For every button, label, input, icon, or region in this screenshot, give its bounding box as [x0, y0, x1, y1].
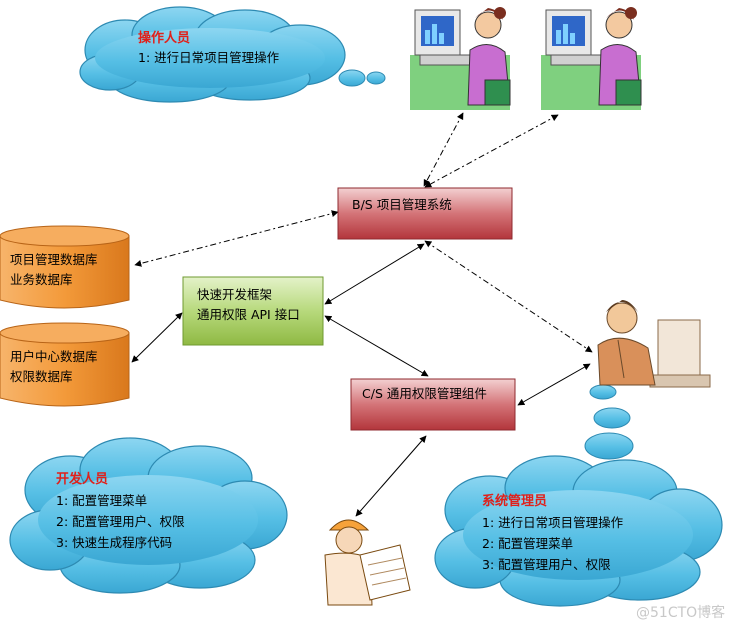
- connector-cs-admin: [517, 363, 591, 406]
- cs-component-box: C/S 通用权限管理组件: [350, 378, 516, 431]
- developer-person-icon: [324, 519, 411, 606]
- connector-bs-database: [134, 210, 339, 267]
- developer-item-3: 3: 快速生成程序代码: [56, 535, 172, 550]
- bs-system-label: B/S 项目管理系统: [352, 197, 452, 212]
- bs-system-box: B/S 项目管理系统: [337, 187, 513, 240]
- connector-operator1-bs: [423, 112, 464, 187]
- project-database-line2: 业务数据库: [10, 272, 73, 287]
- operator-computer-icon-2: [541, 7, 642, 110]
- admin-item-1: 1: 进行日常项目管理操作: [482, 515, 624, 530]
- operator-cloud: 操作人员 1: 进行日常项目管理操作: [79, 6, 386, 103]
- user-database-line2: 权限数据库: [10, 369, 73, 384]
- operator-title: 操作人员: [138, 30, 190, 46]
- connector-bs-admin: [424, 240, 593, 353]
- project-database-line1: 项目管理数据库: [10, 252, 98, 267]
- connector-framework-bs: [324, 243, 425, 305]
- admin-item-2: 2: 配置管理菜单: [482, 536, 573, 551]
- project-database-cylinder: 项目管理数据库 业务数据库: [0, 225, 130, 309]
- admin-cloud: 系统管理员 1: 进行日常项目管理操作 2: 配置管理菜单 3: 配置管理用户、…: [434, 384, 723, 607]
- user-database-line1: 用户中心数据库: [10, 349, 98, 364]
- developer-item-1: 1: 配置管理菜单: [56, 493, 147, 508]
- cs-component-label: C/S 通用权限管理组件: [362, 386, 487, 401]
- admin-person-icon: [597, 300, 711, 388]
- admin-title: 系统管理员: [482, 493, 547, 509]
- framework-line1: 快速开发框架: [197, 287, 272, 302]
- connector-cs-developer: [355, 435, 427, 517]
- developer-item-2: 2: 配置管理用户、权限: [56, 514, 185, 529]
- connector-operator2-bs: [424, 114, 559, 188]
- connectors: [131, 112, 593, 517]
- operator-computer-icon-1: [410, 7, 511, 110]
- developer-title: 开发人员: [56, 471, 108, 487]
- framework-box: 快速开发框架 通用权限 API 接口: [182, 276, 324, 346]
- developer-cloud: 开发人员 1: 配置管理菜单 2: 配置管理用户、权限 3: 快速生成程序代码: [9, 437, 288, 594]
- admin-item-3: 3: 配置管理用户、权限: [482, 557, 611, 572]
- user-database-cylinder: 用户中心数据库 权限数据库: [0, 322, 130, 407]
- operator-item: 1: 进行日常项目管理操作: [138, 50, 280, 65]
- connector-framework-cs: [324, 315, 429, 377]
- framework-line2: 通用权限 API 接口: [197, 307, 300, 322]
- watermark: @51CTO博客: [636, 604, 725, 621]
- connector-database-framework: [131, 312, 183, 363]
